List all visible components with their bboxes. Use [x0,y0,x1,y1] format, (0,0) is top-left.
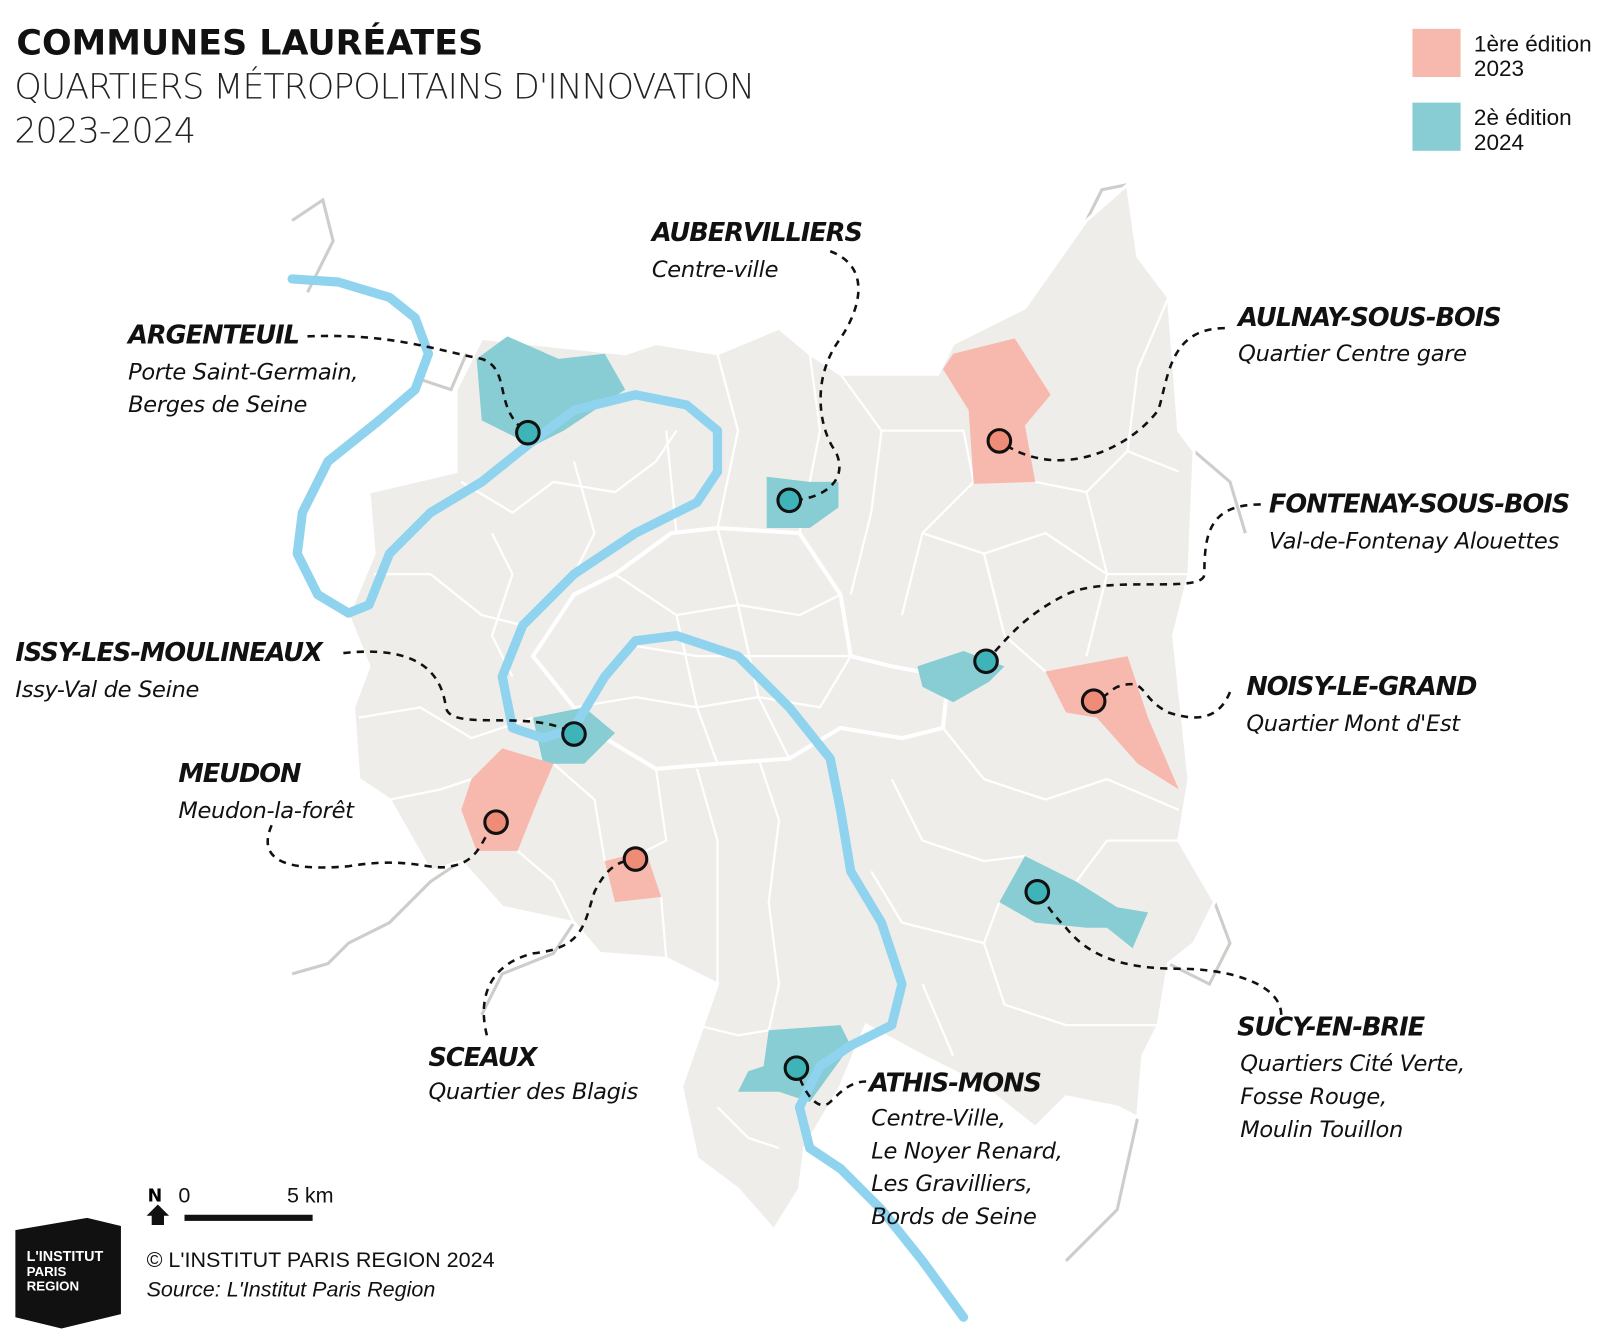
area-sucy-en-brie [999,855,1148,949]
legend-swatch-2023 [1412,28,1461,78]
logo-text: REGION [27,1279,80,1294]
pin-icon [973,648,999,675]
pin-icon [1080,688,1107,715]
label-issy-les-moulineaux: ISSY-LES-MOULINEAUX Issy-Val de Seine [15,638,325,703]
commune-name: NOISY-LE-GRAND [1246,672,1477,702]
north-label: N [148,1186,163,1206]
scale-line [184,1214,313,1221]
district-name: Centre-ville [652,257,778,283]
pin-icon [483,809,509,835]
legend-swatch-2024 [1412,102,1461,151]
commune-name: AUBERVILLIERS [650,218,863,248]
commune-name: SCEAUX [428,1043,538,1073]
seine-river [287,274,969,1322]
pin-icon [1024,879,1051,905]
north-arrow-icon [146,1204,170,1225]
outer-borders [291,183,1247,1262]
label-noisy-le-grand: NOISY-LE-GRAND Quartier Mont d'Est [1246,672,1478,737]
district-name: Quartier Mont d'Est [1246,711,1461,737]
commune-name: FONTENAY-SOUS-BOIS [1269,490,1570,520]
area-noisy-le-grand [1045,656,1179,790]
legend-year: 2024 [1474,130,1524,155]
area-aulnay-sous-bois [942,338,1051,484]
commune-name: ATHIS-MONS [867,1069,1041,1099]
legend-label: 2è édition [1474,105,1572,130]
commune-name: AULNAY-SOUS-BOIS [1236,303,1501,333]
district-name: Val-de-Fontenay Alouettes [1269,529,1560,555]
map-title: COMMUNES LAURÉATES [16,21,483,63]
markers [483,419,1107,1081]
district-name: Meudon-la-forêt [178,798,355,824]
district-name: Fosse Rouge, [1240,1084,1387,1110]
label-sucy-en-brie: SUCY-EN-BRIE Quartiers Cité Verte, Fosse… [1237,1012,1465,1142]
label-aulnay-sous-bois: AULNAY-SOUS-BOIS Quartier Centre gare [1236,303,1502,367]
pin-icon [561,721,587,747]
legend: 1ère édition 2023 2è édition 2024 [1412,28,1592,155]
pin-icon [776,487,803,514]
district-name: Bords de Seine [871,1204,1036,1230]
copyright: © L'INSTITUT PARIS REGION 2024 [147,1248,495,1272]
commune-name: SUCY-EN-BRIE [1237,1012,1425,1042]
logo: L'INSTITUT PARIS REGION [15,1217,121,1329]
logo-text: PARIS [27,1264,67,1279]
label-athis-mons: ATHIS-MONS Centre-Ville, Le Noyer Renard… [867,1069,1063,1230]
map-years: 2023-2024 [14,112,195,152]
map-subtitle: QUARTIERS MÉTROPOLITAINS D'INNOVATION [14,66,754,108]
district-name: Issy-Val de Seine [15,677,199,703]
legend-label: 1ère édition [1474,31,1592,56]
district-name: Quartier des Blagis [428,1079,638,1105]
commune-borders [358,296,1189,1150]
scale-zero: 0 [178,1183,190,1207]
pin-icon [783,1055,810,1081]
logo-text: L'INSTITUT [27,1249,104,1265]
legend-year: 2023 [1474,56,1524,81]
source: Source: L'Institut Paris Region [147,1278,436,1302]
label-argenteuil: ARGENTEUIL Porte Saint-Germain, Berges d… [126,321,358,419]
label-aubervilliers: AUBERVILLIERS Centre-ville [650,218,864,283]
pin-icon [986,428,1013,454]
label-fontenay-sous-bois: FONTENAY-SOUS-BOIS Val-de-Fontenay Aloue… [1269,490,1571,555]
district-name: Moulin Touillon [1240,1117,1403,1143]
commune-name: ARGENTEUIL [126,321,299,351]
district-name: Porte Saint-Germain, [128,359,358,385]
district-name: Centre-Ville, [871,1106,1005,1132]
commune-name: MEUDON [178,759,301,789]
district-name: Quartiers Cité Verte, [1240,1051,1465,1077]
pin-icon [515,419,541,446]
district-name: Les Gravilliers, [871,1171,1032,1197]
scale-bar: N 0 5 km [146,1183,334,1225]
label-meudon: MEUDON Meudon-la-forêt [178,759,355,824]
district-name: Berges de Seine [128,392,307,418]
commune-name: ISSY-LES-MOULINEAUX [15,638,324,668]
scale-distance: 5 km [287,1183,334,1207]
district-name: Le Noyer Renard, [871,1138,1062,1164]
label-sceaux: SCEAUX Quartier des Blagis [428,1043,638,1105]
district-name: Quartier Centre gare [1238,341,1467,367]
leader-lines [266,250,1283,1107]
pin-icon [622,846,649,872]
